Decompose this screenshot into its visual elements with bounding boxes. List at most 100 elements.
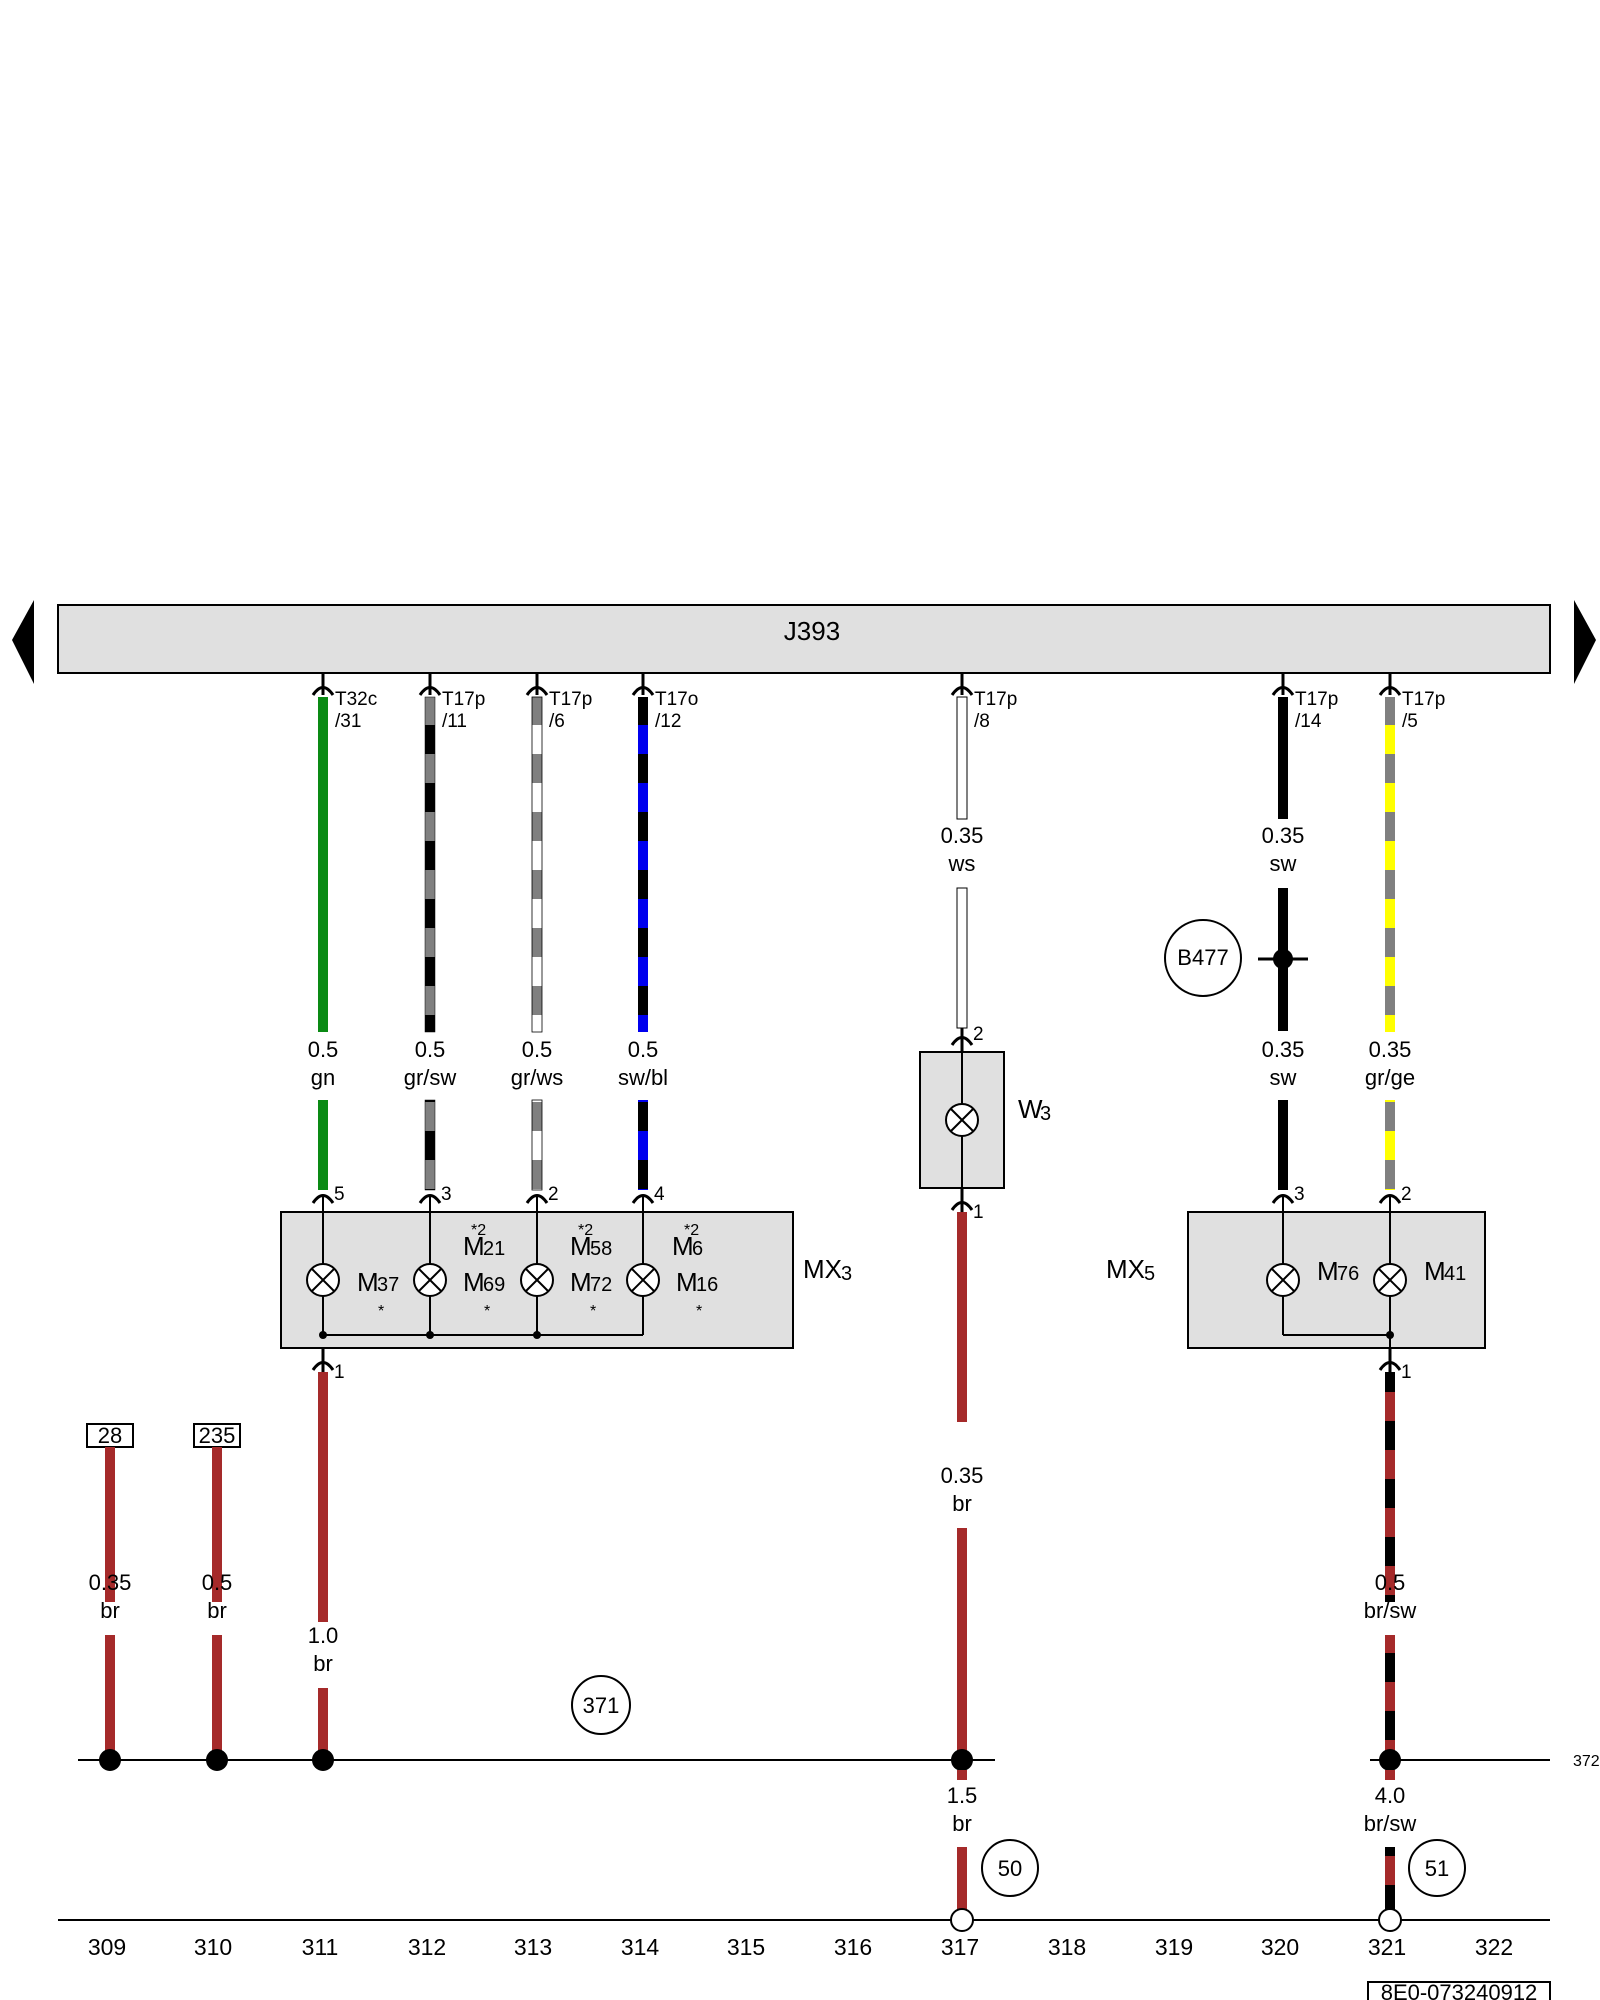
connector-c311-name: T32c <box>335 689 377 710</box>
b477-splice-point <box>1273 949 1293 969</box>
mx3-label-sub: 3 <box>841 1263 852 1285</box>
connector-c314-pin: /12 <box>655 711 681 732</box>
mx5-label-sub: 5 <box>1144 1263 1155 1285</box>
bulb-cross <box>1271 1268 1295 1292</box>
mx3-bulb-m37: M 37 * <box>306 1263 399 1320</box>
bulb-m16-main: M <box>676 1267 698 1297</box>
bulb-m6-main: M <box>672 1231 694 1261</box>
ref-372-label: 372 <box>1573 1753 1600 1770</box>
connector-c312-pin: /11 <box>442 711 467 732</box>
bulb-m21-main: M <box>463 1231 485 1261</box>
ref-50-label: 50 <box>998 1856 1022 1881</box>
bulb-m72-sub: 72 <box>590 1274 612 1296</box>
wire-swbl-color: sw/bl <box>618 1065 668 1090</box>
wire-grws-color: gr/ws <box>511 1065 564 1090</box>
bulb-m16-star: * <box>696 1303 702 1320</box>
wire-swbl-lower <box>638 1100 648 1190</box>
wire-grws-size: 0.5 <box>522 1037 553 1062</box>
wire-br-311-color: br <box>313 1651 333 1676</box>
wire-grsw-color: gr/sw <box>404 1065 457 1090</box>
wire-sw-320-color: sw <box>1270 1065 1297 1090</box>
connector-c313-name: T17p <box>549 689 592 710</box>
wire-swbl-upper <box>638 697 648 1032</box>
bulb-m58-sub: 58 <box>590 1238 612 1260</box>
wire-brsw-321-bottom-size: 4.0 <box>1375 1783 1406 1808</box>
wire-sw-320-upper-size: 0.35 <box>1262 823 1305 848</box>
wire-grws-lower <box>531 1099 543 1191</box>
bulb-cross <box>631 1268 655 1292</box>
wire-sw-320-lower <box>1278 1100 1288 1190</box>
bulb-m16-sub: 16 <box>696 1274 718 1296</box>
connector-c321-pin: /5 <box>1402 711 1418 732</box>
wire-sw-320-size: 0.35 <box>1262 1037 1305 1062</box>
bulb-m69-sub: 69 <box>483 1274 505 1296</box>
bulb-m76-main: M <box>1317 1256 1339 1286</box>
bulb-m6-note: *2 <box>684 1222 699 1239</box>
grid-number: 318 <box>1048 1934 1086 1960</box>
mx3-top-connectors <box>311 1194 655 1204</box>
bulb-m37-sub: 37 <box>377 1274 399 1296</box>
bulb-cross <box>525 1268 549 1292</box>
mx5-label: MX <box>1106 1254 1145 1284</box>
grid-number: 321 <box>1368 1934 1406 1960</box>
grid-number: 314 <box>621 1934 660 1960</box>
ref-50-circle <box>981 1839 1039 1897</box>
wire-ws-lower <box>956 887 968 1029</box>
bulb-cross <box>311 1268 335 1292</box>
page-left-arrow-icon[interactable] <box>12 600 34 684</box>
wire-br-317-upper <box>957 1212 967 1422</box>
wire-br-309-size: 0.35 <box>89 1570 132 1595</box>
wire-swbl-size: 0.5 <box>628 1037 659 1062</box>
j393-box <box>57 604 1551 674</box>
grid-number: 312 <box>408 1934 446 1960</box>
ref-51-label: 51 <box>1425 1856 1449 1881</box>
wire-grws-upper <box>531 696 543 1033</box>
bottom-rail-terminal <box>1378 1908 1402 1932</box>
connector-c317-name: T17p <box>974 689 1017 710</box>
w3-bulb-cross-b <box>950 1108 974 1132</box>
mx3-pin-2: 2 <box>548 1184 559 1205</box>
mx3-junction <box>533 1331 541 1339</box>
wire-gn-lower <box>318 1100 328 1190</box>
b477-label: B477 <box>1177 945 1228 970</box>
grid-numbers: 309 310 311 312 313 314 315 316 317 318 … <box>88 1934 1513 1960</box>
wire-ws-upper <box>956 696 968 820</box>
mx5-bulb-m76: M 76 <box>1266 1256 1359 1297</box>
mx5-junction <box>1386 1331 1394 1339</box>
bulb-m72-star: * <box>590 1303 596 1320</box>
grid-number: 322 <box>1475 1934 1513 1960</box>
wire-grsw-size: 0.5 <box>415 1037 446 1062</box>
wire-br-317-lower <box>957 1528 967 1760</box>
mx3-junction <box>319 1331 327 1339</box>
wire-br-317-size: 0.35 <box>941 1463 984 1488</box>
wire-brsw-321-upper <box>1385 1372 1395 1602</box>
grid-number: 316 <box>834 1934 872 1960</box>
bulb-m6-sub: 6 <box>692 1238 703 1260</box>
wire-br-310-color: br <box>207 1598 227 1623</box>
connector-labels: T32c /31 T17p /11 T17p /6 T17o /12 T17p … <box>335 689 1445 732</box>
connector-c312-name: T17p <box>442 689 485 710</box>
mx5-pin-1: 1 <box>1401 1362 1412 1383</box>
wire-sw-320-upper <box>1278 697 1288 819</box>
bulb-cross <box>1378 1268 1402 1292</box>
ground-node <box>312 1749 334 1771</box>
bulb-m72-main: M <box>570 1267 592 1297</box>
bulb-m69-star: * <box>484 1303 490 1320</box>
bulb-m21-note: *2 <box>471 1222 486 1239</box>
wire-br-310-upper <box>212 1447 222 1602</box>
bulb-m58-main: M <box>570 1231 592 1261</box>
wire-br-317-bottom-a <box>957 1770 967 1780</box>
wire-br-317-bottom-b <box>957 1847 967 1909</box>
page-right-arrow-icon[interactable] <box>1574 600 1596 684</box>
wire-brsw-321-bottom-color: br/sw <box>1364 1811 1417 1836</box>
mx3-pin-4: 4 <box>654 1184 665 1205</box>
wire-gn-color: gn <box>311 1065 335 1090</box>
wire-grge-color: gr/ge <box>1365 1065 1415 1090</box>
ref-371-circle <box>571 1675 631 1735</box>
ref-box-28-label: 28 <box>98 1423 122 1448</box>
connector-c317-pin: /8 <box>974 711 990 732</box>
bulb-m76-sub: 76 <box>1337 1263 1359 1285</box>
bulb-cross <box>418 1268 442 1292</box>
bulb-m41-main: M <box>1424 1256 1446 1286</box>
doc-id-box <box>1367 1981 1551 2000</box>
